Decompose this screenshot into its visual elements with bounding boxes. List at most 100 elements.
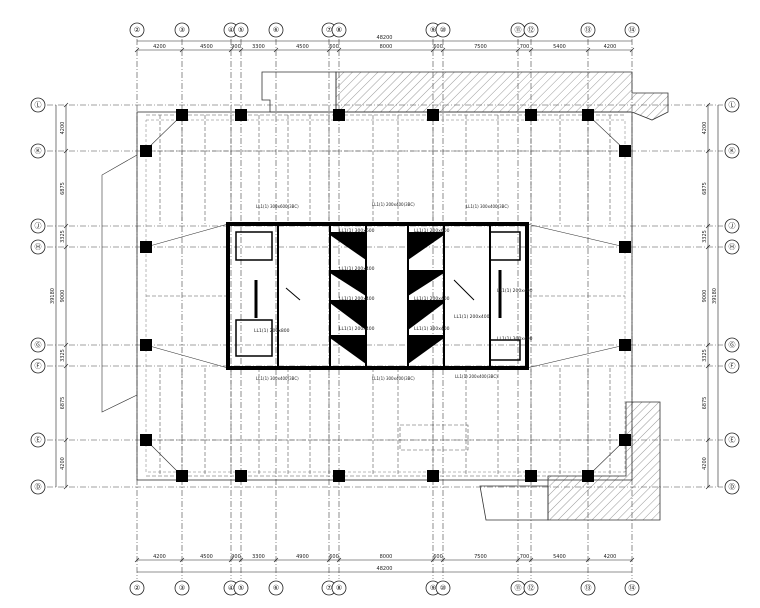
left-dim-text: 3325 [60,230,66,243]
bottom-dim-text: 4200 [153,554,166,560]
column [619,241,631,253]
grid-bubble-column: ⑧ [331,22,347,38]
grid-bubble-row: Ⓚ [724,143,740,159]
right-tick [705,484,711,490]
left-tick [63,342,69,348]
right-dim-text: 4200 [702,457,708,470]
top-tick [179,47,185,53]
svg-text:Ⓗ: Ⓗ [729,243,736,251]
svg-text:⑫: ⑫ [528,26,535,34]
right-tick [705,342,711,348]
core-labels: LL1(1) 300x600 LL1(1) 200x400 LL1(1) 200… [254,228,533,342]
bottom-dim-total: 48200 [377,566,393,572]
grid-bubble-row: Ⓙ [724,218,740,234]
grid-bubble-row: Ⓓ [30,479,46,495]
grid-bubble-column: ② [129,580,145,596]
top-tick [440,47,446,53]
top-dim-total: 48200 [377,35,393,41]
column [235,470,247,482]
right-dim-total: 39180 [712,288,718,304]
top-dim-text: 4200 [153,44,166,50]
core-label: LL1(1) 200x600 [414,228,450,234]
svg-text:⑬: ⑬ [585,584,592,592]
beam-tag: LL1(1) 300x400(3BC) [372,376,415,381]
bottom-tick [440,557,446,563]
grid-bubble-row: Ⓕ [30,358,46,374]
grid-bubble-column: ③ [174,580,190,596]
column [427,109,439,121]
grid-bubble-row: Ⓓ [724,479,740,495]
bottom-dim-text: 8000 [380,554,393,560]
left-dim-text: 9000 [60,290,66,303]
svg-text:⑦: ⑦ [326,584,332,592]
core-label: LL1(1) 200x400 [497,288,533,294]
svg-text:⑩: ⑩ [440,26,446,34]
bottom-tick [326,557,332,563]
top-dim-text: 4500 [200,44,213,50]
svg-text:⑭: ⑭ [629,26,636,34]
grid-bubble-column: ⑤ [233,580,249,596]
grid-bubble-row: Ⓗ [724,239,740,255]
top-dim-text: 7500 [474,44,487,50]
top-tick [228,47,234,53]
svg-text:Ⓔ: Ⓔ [729,436,736,444]
bottom-tick [134,557,140,563]
grid-bubble-column: ⑩ [435,580,451,596]
grid-bubble-column: ② [129,22,145,38]
top-tick [585,47,591,53]
left-edge-detail [101,154,138,413]
top-tick [528,47,534,53]
bottom-dim-text: 600 [433,554,443,560]
core-label: LL1(1) 300x400 [414,326,450,332]
left-tick [63,223,69,229]
top-dim-text: 8000 [380,44,393,50]
column [525,470,537,482]
svg-text:⑥: ⑥ [273,26,279,34]
top-tick [629,47,635,53]
svg-text:②: ② [134,26,140,34]
top-tick [238,47,244,53]
left-tick [63,484,69,490]
core-walls [226,222,529,370]
svg-text:⑤: ⑤ [238,26,244,34]
svg-text:⑭: ⑭ [629,584,636,592]
svg-text:Ⓕ: Ⓕ [729,362,736,370]
svg-text:Ⓚ: Ⓚ [729,147,736,155]
top-dim-text: 900 [231,44,241,50]
column [427,470,439,482]
beam-tag: LL1(1) 200x400(3BC) [372,202,415,207]
top-tick [326,47,332,53]
column [333,109,345,121]
svg-text:Ⓓ: Ⓓ [35,483,42,491]
core-label: LL1(1) 200x400 [454,314,490,320]
column [333,470,345,482]
core-label: LL1(1) 300x400 [497,336,533,342]
grid-bubble-row: Ⓖ [724,337,740,353]
core-label: LL1(1) 300x600 [339,228,375,234]
svg-text:⑪: ⑪ [515,26,522,34]
top-right-hatch [335,71,669,121]
core-label: LL1(1) 200x400 [414,296,450,302]
bottom-tick [629,557,635,563]
grid-bubble-row: Ⓚ [30,143,46,159]
column [176,470,188,482]
top-dim-text: 4500 [296,44,309,50]
right-dim-text: 6875 [702,397,708,410]
column [140,339,152,351]
top-dim-text: 3300 [252,44,265,50]
grid-bubble-row: Ⓙ [30,218,46,234]
left-dim-total: 39180 [50,288,56,304]
grid-bubble-column: ⑪ [510,580,526,596]
grid-bubble-column: ⑫ [523,22,539,38]
beam-tag: LL1(1) 300x400(3BC) [466,204,509,209]
bottom-left-step-outline [479,485,549,521]
bottom-tick [179,557,185,563]
top-dim-text: 700 [520,44,530,50]
core-label: LL1(1) 200x800 [254,328,290,334]
svg-text:⑬: ⑬ [585,26,592,34]
beam-tags: LL1(1) 300x600(3BC) LL1(1) 200x400(3BC) … [256,202,509,381]
left-tick [63,102,69,108]
right-tick [705,437,711,443]
